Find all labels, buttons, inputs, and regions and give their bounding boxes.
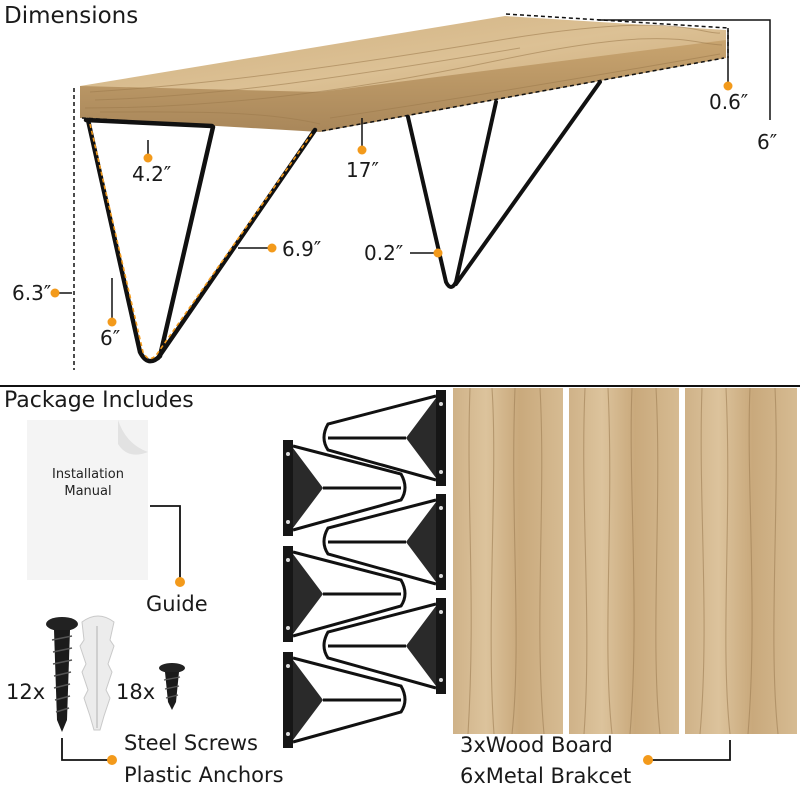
bracket-stack	[283, 390, 446, 748]
screws-label: Steel Screws	[124, 731, 258, 755]
dim-bracket-side: 6″	[100, 326, 121, 350]
dimensions-title: Dimensions	[4, 3, 139, 29]
dim-height: 6.3″	[12, 281, 52, 305]
dim-length: 17″	[346, 158, 379, 182]
manual-icon	[27, 420, 148, 580]
dim-depth-right: 6″	[757, 130, 778, 154]
anchor-icon	[79, 615, 115, 731]
brackets-label: Metal Brakcet	[485, 764, 632, 788]
bracket-icon	[283, 440, 407, 536]
brackets-qty: 6x	[460, 764, 486, 788]
front-bracket	[83, 117, 318, 364]
screws-qty: 12x	[6, 680, 46, 704]
small-screws-qty: 18x	[116, 680, 156, 704]
bracket-icon	[322, 390, 446, 486]
shelf-front-edge	[80, 40, 726, 132]
bracket-icon	[283, 652, 407, 748]
wood-boards	[453, 387, 797, 735]
manual-line1: Installation	[51, 467, 124, 482]
small-screw-icon	[159, 663, 185, 710]
bracket-icon	[322, 494, 446, 590]
boards-qty: 3x	[460, 733, 486, 757]
dim-thickness: 0.6″	[709, 90, 749, 114]
boards-label: Wood Board	[485, 733, 613, 757]
package-title: Package Includes	[4, 388, 194, 413]
rear-bracket	[406, 80, 602, 289]
guide-label: Guide	[146, 592, 208, 616]
manual-line2: Manual	[64, 484, 112, 499]
brackets-line: 6xMetal Brakcet	[460, 764, 631, 788]
dim-diagonal: 6.9″	[282, 237, 322, 261]
bracket-icon	[322, 598, 446, 694]
manual-text: Installation Manual	[36, 466, 140, 500]
dim-rod: 0.2″	[364, 241, 404, 265]
anchors-label: Plastic Anchors	[124, 763, 284, 787]
dim-bracket-top: 4.2″	[132, 162, 172, 186]
bracket-icon	[283, 546, 407, 642]
screw-icon	[46, 617, 78, 732]
boards-line: 3xWood Board	[460, 733, 613, 757]
